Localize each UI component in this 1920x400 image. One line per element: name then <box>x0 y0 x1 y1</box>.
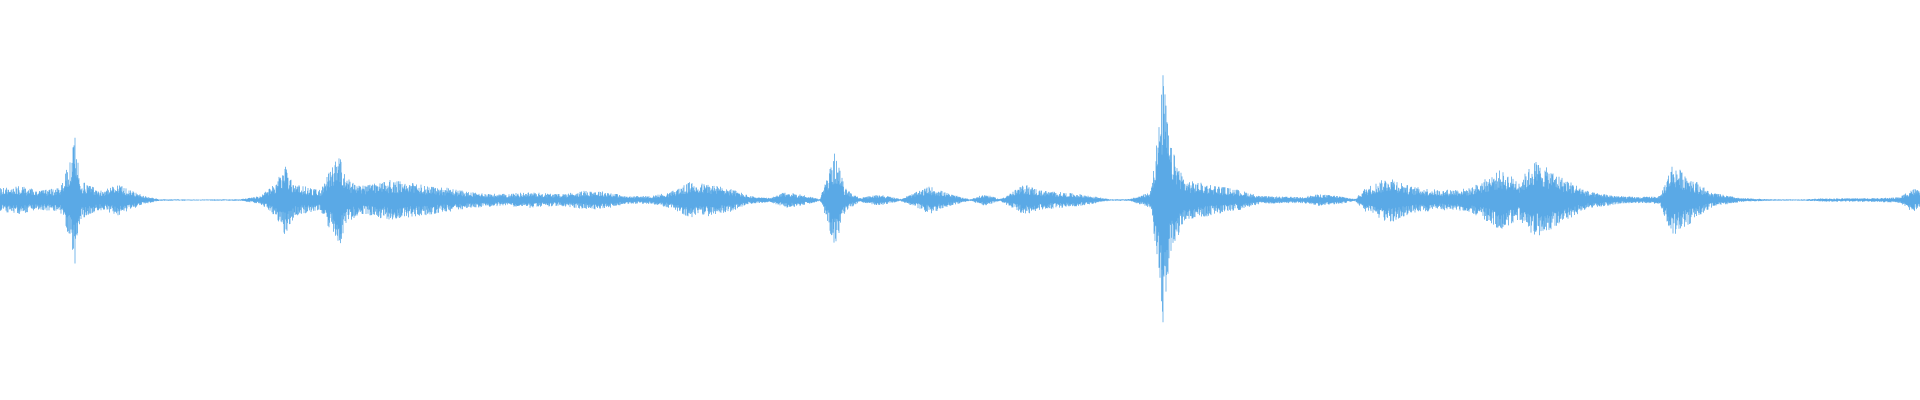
waveform-trace <box>0 75 1920 323</box>
